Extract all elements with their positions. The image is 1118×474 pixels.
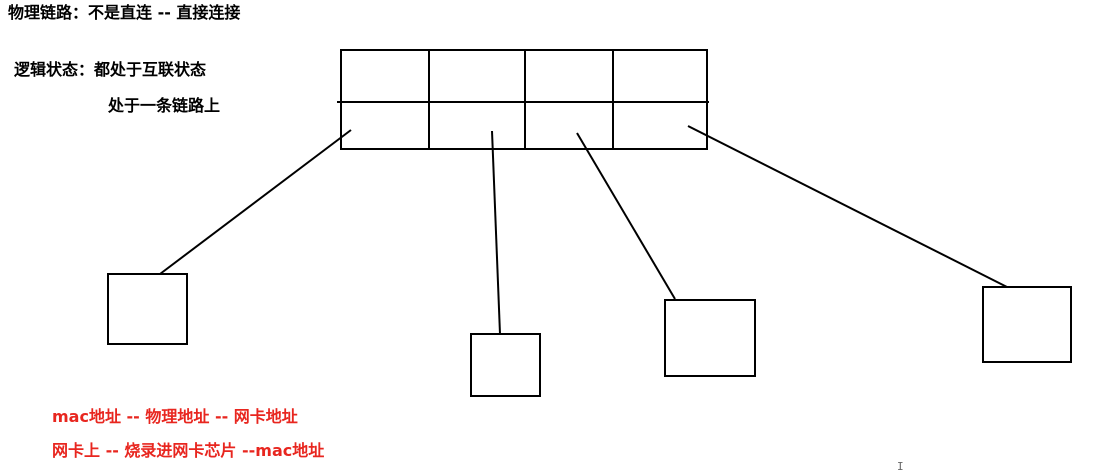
- same-link-note: 处于一条链路上: [108, 96, 221, 115]
- link-line-4: [687, 125, 1008, 288]
- text-cursor-icon: I: [897, 460, 904, 473]
- host-box-1: [107, 273, 188, 345]
- mac-address-note-1: mac地址 -- 物理地址 -- 网卡地址: [52, 407, 298, 426]
- host-box-4: [982, 286, 1072, 363]
- link-line-2: [491, 130, 501, 335]
- physical-link-note: 物理链路：不是直连 -- 直接连接: [8, 3, 241, 22]
- link-line-3: [576, 132, 676, 300]
- mac-address-note-2: 网卡上 -- 烧录进网卡芯片 --mac地址: [52, 441, 325, 460]
- logical-state-note: 逻辑状态：都处于互联状态: [14, 60, 207, 79]
- host-box-3: [664, 299, 756, 377]
- link-line-1: [159, 129, 352, 275]
- host-box-2: [470, 333, 541, 397]
